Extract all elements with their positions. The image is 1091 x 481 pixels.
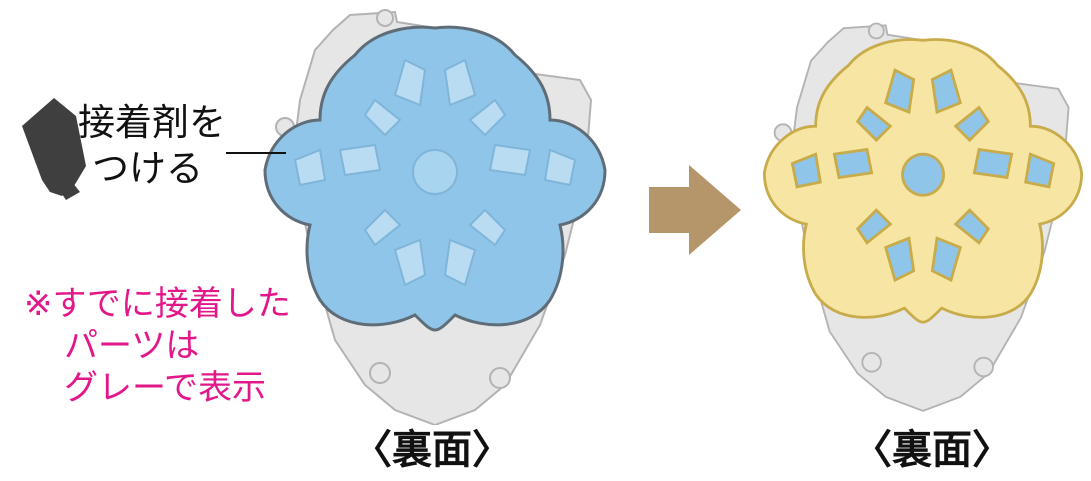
note-line-2: パーツは <box>64 326 200 366</box>
caption-right: 〈裏面〉 <box>852 427 1012 473</box>
right-arrow-icon <box>649 165 741 255</box>
callout-line-2: つける <box>92 147 203 190</box>
caption-left: 〈裏面〉 <box>352 427 512 473</box>
right-back-diagram <box>762 22 1084 412</box>
glue-callout: 接着剤を つける <box>78 100 226 192</box>
note-line-1: ※すでに接着した <box>24 284 291 324</box>
left-flower-pattern <box>293 58 577 287</box>
callout-leader-line <box>226 152 286 154</box>
left-blue-flower-part <box>263 25 607 332</box>
gray-parts-note: ※すでに接着した パーツは グレーで表示 <box>24 283 291 409</box>
right-yellow-flower-part <box>762 38 1084 324</box>
left-center-hole <box>412 149 458 195</box>
note-line-3: グレーで表示 <box>64 368 266 408</box>
glue-tube-icon <box>22 98 86 200</box>
callout-line-1: 接着剤を <box>78 101 226 144</box>
